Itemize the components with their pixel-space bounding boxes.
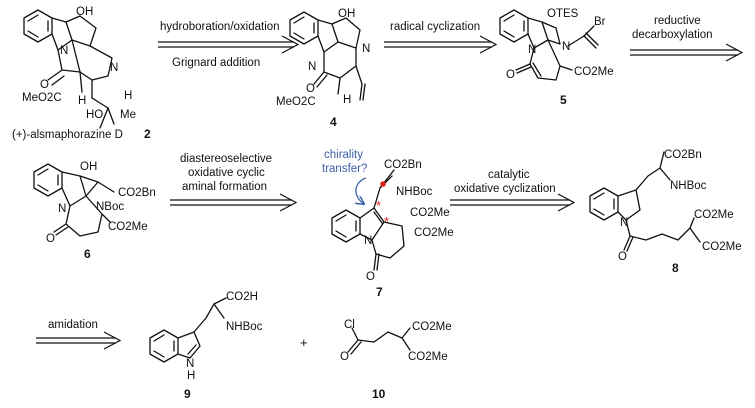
compound-2-n-indole: N xyxy=(60,45,68,57)
compound-8-number: 8 xyxy=(672,261,679,275)
arrow-2 xyxy=(384,35,498,54)
compound-9-nhboc: NHBoc xyxy=(226,321,263,333)
arrow-2-label: radical cyclization xyxy=(390,21,480,33)
arrow-3-label-line1: reductive xyxy=(654,15,701,27)
compound-5-otes: OTES xyxy=(547,8,579,20)
compound-10-co2me-1: CO2Me xyxy=(412,321,452,333)
compound-5-n-amine: N xyxy=(562,41,570,53)
annotation-line1: chirality xyxy=(324,149,363,161)
compound-8-co2me-1: CO2Me xyxy=(694,209,734,221)
compound-4-n-indole: N xyxy=(308,61,316,73)
compound-2-structure xyxy=(23,9,115,129)
arrow-6-label: amidation xyxy=(48,319,98,331)
compound-10-co2me-2: CO2Me xyxy=(408,351,448,363)
compound-6-structure xyxy=(33,163,115,237)
compound-7-n: N xyxy=(364,235,372,247)
compound-6-co2bn: CO2Bn xyxy=(118,187,156,199)
compound-7-o: O xyxy=(366,271,375,283)
compound-2-me: Me xyxy=(120,109,136,121)
arrow-1 xyxy=(158,35,300,54)
compound-10-o: O xyxy=(340,351,349,363)
compound-5-br: Br xyxy=(594,16,606,28)
compound-10-structure xyxy=(347,327,411,355)
compound-4-oh: OH xyxy=(338,8,355,20)
compound-9-n: N xyxy=(186,358,194,370)
arrow-4 xyxy=(170,193,298,212)
compound-9-h: H xyxy=(187,370,195,382)
compound-4-o: O xyxy=(306,83,315,95)
compound-7-stereocenter-dot xyxy=(380,181,386,187)
arrow-4-label-line2: oxidative cyclic xyxy=(188,167,265,179)
arrow-1-label-above: hydroboration/oxidation xyxy=(160,21,280,33)
compound-2-n-amine: N xyxy=(110,62,118,74)
compound-6-o: O xyxy=(46,233,55,245)
compound-8-co2me-2: CO2Me xyxy=(702,241,742,253)
compound-7-co2bn: CO2Bn xyxy=(384,159,422,171)
arrow-4-label-line3: aminal formation xyxy=(182,181,267,193)
compound-7-number: 7 xyxy=(376,285,383,299)
compound-7-star-1: * xyxy=(376,198,381,213)
compound-8-structure xyxy=(589,151,701,252)
compound-10-cl: Cl xyxy=(344,319,355,331)
arrow-5-label-line2: oxidative cyclization xyxy=(454,183,556,195)
compound-2-oh: OH xyxy=(76,6,93,18)
compound-6-number: 6 xyxy=(84,247,91,261)
arrow-5 xyxy=(450,193,576,212)
compound-8-nhboc: NHBoc xyxy=(670,180,707,192)
plus-sign: + xyxy=(300,335,308,350)
compound-4-meo2c: MeO2C xyxy=(276,96,316,108)
arrow-1-label-below: Grignard addition xyxy=(172,57,260,69)
arrow-3 xyxy=(630,43,744,62)
compound-6-n: N xyxy=(58,203,66,215)
compound-7-co2me-1: CO2Me xyxy=(410,207,450,219)
compound-8-n: N xyxy=(620,217,628,229)
chirality-arrow xyxy=(356,177,367,204)
compound-6-nboc: NBoc xyxy=(96,201,124,213)
arrow-3-label-line2: decarboxylation xyxy=(632,29,713,41)
compound-7-star-2: * xyxy=(384,214,389,229)
compound-2-o: O xyxy=(40,79,49,91)
compound-5-o: O xyxy=(506,69,515,81)
compound-2-h2: H xyxy=(124,90,132,102)
arrow-4-label-line1: diastereoselective xyxy=(180,153,272,165)
compound-4-number: 4 xyxy=(330,115,337,129)
compound-2-number: 2 xyxy=(144,127,151,141)
compound-4-h: H xyxy=(343,94,351,106)
arrow-5-label-line1: catalytic xyxy=(488,169,530,181)
compound-8-o: O xyxy=(618,251,627,263)
compound-6-oh: OH xyxy=(80,161,97,173)
compound-2-name: (+)-alsmaphorazine D xyxy=(12,129,123,141)
compound-5-number: 5 xyxy=(560,93,567,107)
compound-2-meo2c: MeO2C xyxy=(22,92,62,104)
compound-6-co2me: CO2Me xyxy=(108,221,148,233)
compound-2-ho: HO xyxy=(86,109,103,121)
compound-9-structure xyxy=(149,297,227,363)
compound-8-co2bn: CO2Bn xyxy=(664,149,702,161)
compound-2-h1: H xyxy=(78,95,86,107)
compound-7-nhboc: NHBoc xyxy=(396,186,433,198)
compound-4-structure xyxy=(289,11,366,101)
compound-9-co2h: CO2H xyxy=(226,291,258,303)
annotation-line2: transfer? xyxy=(322,163,367,175)
compound-9-number: 9 xyxy=(184,387,191,401)
compound-7-co2me-2: CO2Me xyxy=(414,227,454,239)
compound-10-number: 10 xyxy=(372,387,386,401)
compound-5-n-indole: N xyxy=(528,44,536,56)
arrow-6 xyxy=(36,331,122,350)
compound-5-structure xyxy=(499,9,599,81)
compound-4-n-amine: N xyxy=(362,43,370,55)
compound-5-co2me: CO2Me xyxy=(574,66,614,78)
compound-7-structure xyxy=(331,169,405,271)
